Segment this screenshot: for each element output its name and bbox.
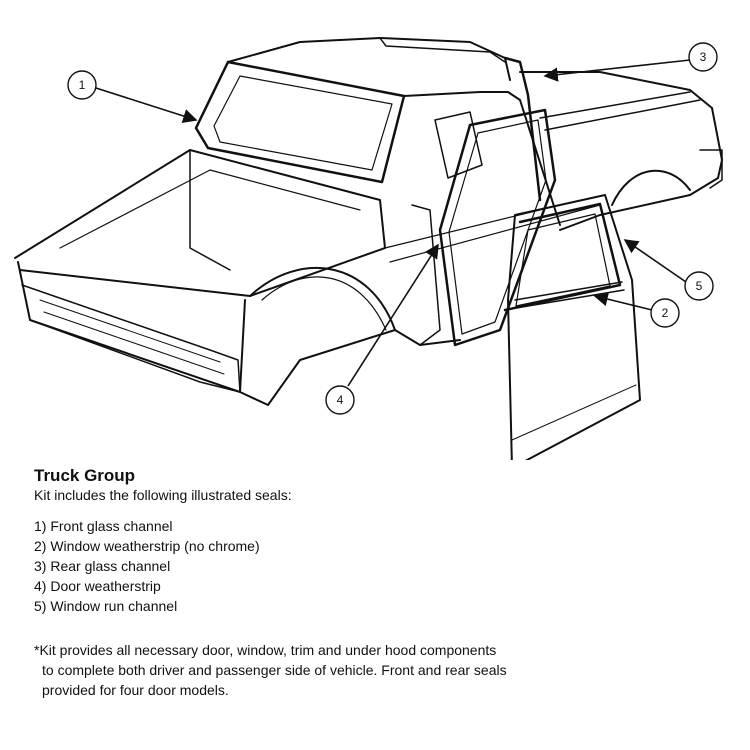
windshield-inner: [213, 75, 393, 171]
legend-item-2: 2) Window weatherstrip (no chrome): [34, 538, 260, 554]
door-glass: [515, 213, 611, 307]
legend-item-1: 1) Front glass channel: [34, 518, 173, 534]
kit-note-line-1: *Kit provides all necessary door, window…: [34, 642, 497, 658]
callout-5: 5: [684, 271, 714, 301]
callout-number-3: 3: [700, 50, 707, 64]
kit-note: *Kit provides all necessary door, window…: [34, 640, 734, 700]
leader-line-1: [95, 87, 198, 123]
hood-crease: [59, 169, 361, 249]
lower-body: [239, 329, 461, 406]
truck-illustration: [14, 37, 723, 460]
wheel-arch-lip: [261, 276, 387, 331]
bed-rail: [539, 91, 701, 131]
roof-edge: [379, 37, 506, 63]
door-opening: [411, 204, 441, 346]
door-weatherstrip-frame: [438, 108, 557, 347]
legend-list: 1) Front glass channel 2) Window weather…: [34, 516, 734, 616]
kit-note-line-3: provided for four door models.: [42, 682, 229, 698]
grille-bars: [39, 299, 225, 375]
leader-line-4: [347, 243, 439, 387]
legend-item-3: 3) Rear glass channel: [34, 558, 171, 574]
callout-number-1: 1: [79, 78, 86, 92]
body-trim-line: [384, 204, 601, 263]
side-window: [434, 111, 483, 179]
legend-intro: Kit includes the following illustrated s…: [34, 487, 292, 503]
open-door: [507, 194, 641, 460]
windshield: [194, 60, 406, 184]
legend-item-5: 5) Window run channel: [34, 598, 178, 614]
front-wheel-arch: [249, 266, 396, 331]
hood: [14, 149, 386, 297]
door-panel-line: [511, 384, 637, 441]
leader-line-2: [593, 292, 653, 311]
callout-1: 1: [67, 70, 97, 100]
front-fender: [189, 149, 231, 271]
leader-line-3: [543, 59, 691, 82]
kit-note-line-2: to complete both driver and passenger si…: [42, 662, 507, 678]
leader-line-5: [623, 239, 687, 283]
grille: [17, 261, 246, 393]
door-weatherstrip-inner: [448, 119, 547, 335]
callout-number-4: 4: [337, 393, 344, 407]
callout-number-2: 2: [662, 306, 669, 320]
bumper: [21, 284, 241, 393]
callouts: 1 2 3 4 5: [67, 42, 718, 415]
rear-window-pillar: [503, 56, 542, 202]
door-window-channel: [503, 202, 622, 312]
legend: Truck Group Kit includes the following i…: [34, 466, 734, 700]
truck-seal-diagram: 1 2 3 4 5: [14, 37, 723, 460]
legend-title: Truck Group: [34, 466, 136, 485]
leader-lines: [95, 59, 691, 387]
callout-4: 4: [325, 385, 355, 415]
callout-2: 2: [650, 298, 680, 328]
callout-3: 3: [688, 42, 718, 72]
legend-item-4: 4) Door weatherstrip: [34, 578, 161, 594]
callout-number-5: 5: [696, 279, 703, 293]
rear-wheel-arch: [611, 169, 691, 206]
cab-roof: [227, 37, 511, 81]
tailgate: [699, 149, 723, 189]
